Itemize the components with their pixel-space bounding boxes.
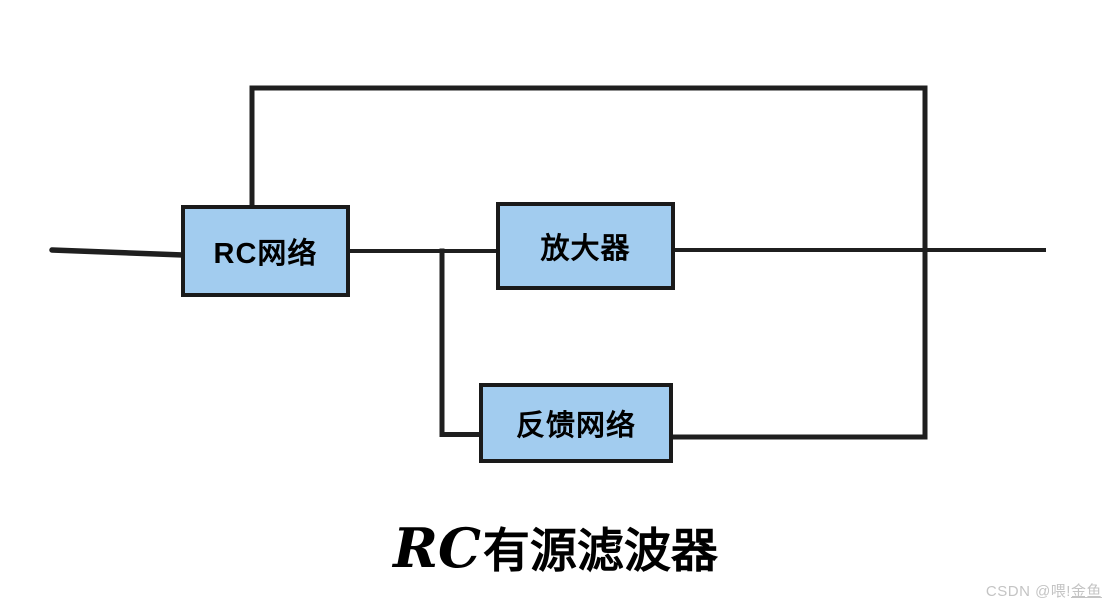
watermark-prefix: CSDN @喂!: [985, 583, 1071, 600]
input-line: [49, 247, 186, 258]
block-rc-network: RC网络: [181, 205, 350, 297]
watermark: CSDN @喂!金鱼: [986, 580, 1102, 601]
block-feedback-network-label: 反馈网络: [515, 410, 636, 442]
title-prefix: RC: [393, 516, 481, 580]
block-amplifier-label: 放大器: [540, 233, 631, 265]
diagram-title: RC 有源滤波器: [0, 512, 1111, 581]
feedback-loop-line: [249, 85, 928, 440]
watermark-username: 金鱼: [1070, 583, 1102, 600]
block-feedback-network: 反馈网络: [479, 383, 673, 463]
branch-to-feedback-line: [439, 248, 484, 437]
block-amplifier: 放大器: [496, 202, 675, 290]
block-rc-network-label: RC网络: [213, 238, 318, 270]
title-text: 有源滤波器: [482, 524, 718, 577]
